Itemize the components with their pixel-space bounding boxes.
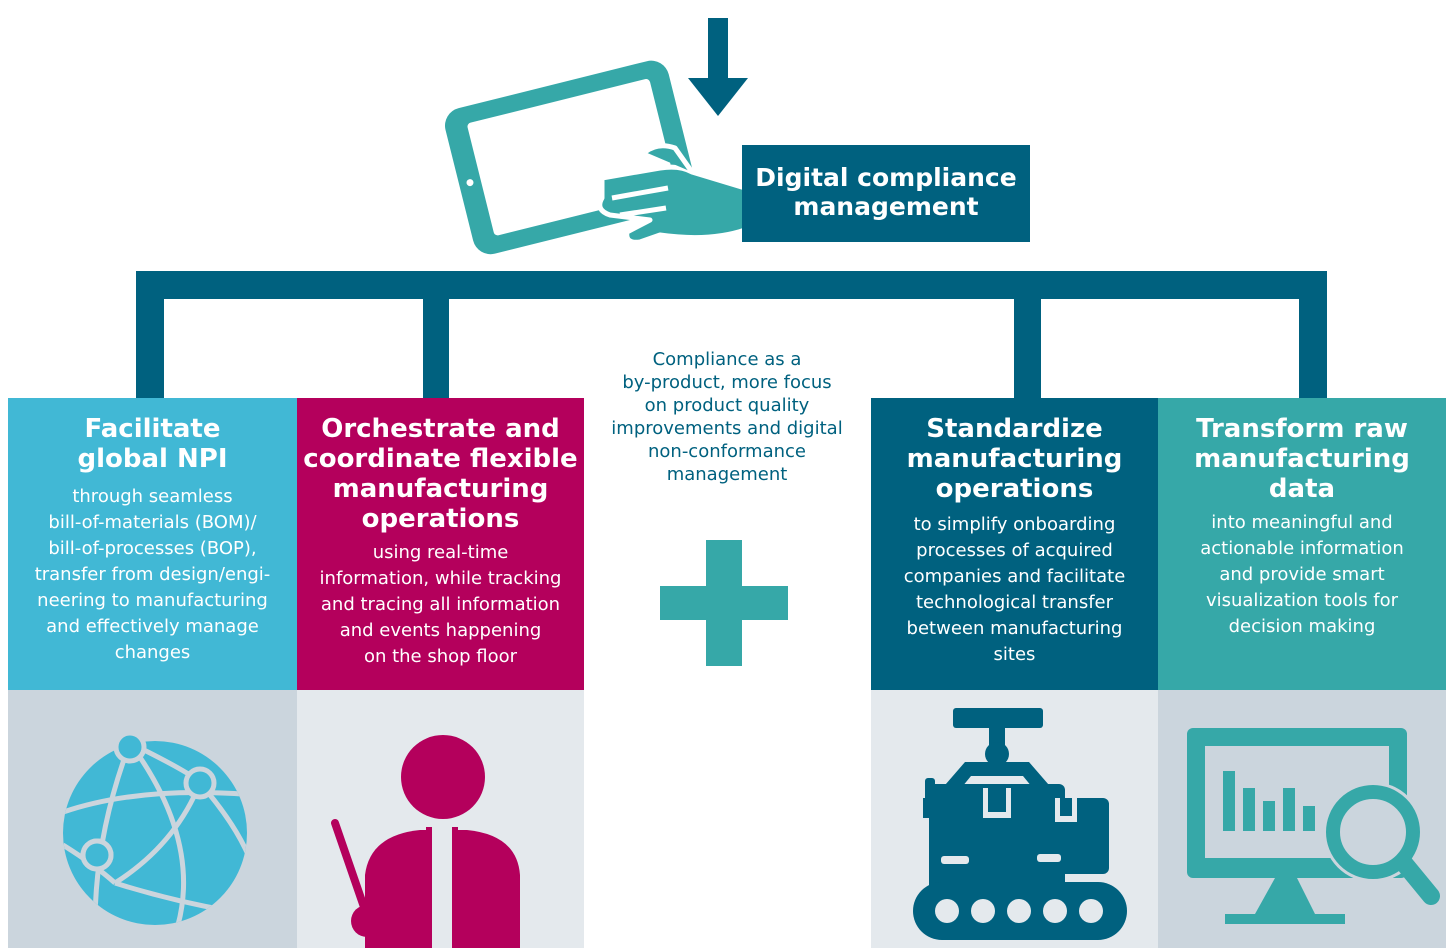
box-title: Standardize manufacturing operations [906,414,1123,504]
connector-drop-3 [1014,271,1041,398]
monitor-analytics-icon [1187,728,1440,924]
box-facilitate-npi: Facilitate global NPI through seamless b… [8,398,297,690]
box-orchestrate-operations: Orchestrate and coordinate flexible manu… [297,398,584,690]
conveyor-robot-arm-icon [913,708,1127,940]
box-title: Transform raw manufacturing data [1194,414,1410,504]
box-body: through seamless bill-of-materials (BOM)… [34,486,271,663]
compliance-byproduct-text: Compliance as a by-product, more focus o… [611,349,843,485]
connector-drop-2 [423,271,449,398]
box-transform-data: Transform raw manufacturing data into me… [1158,398,1446,690]
connector-drop-4 [1299,271,1327,398]
box-body: into meaningful and actionable informati… [1200,512,1404,637]
presenter-person-icon [331,735,520,948]
connector-horizontal [136,271,1327,299]
digital-compliance-header: Digital compliance management [742,145,1030,242]
box-standardize-operations: Standardize manufacturing operations to … [871,398,1158,690]
plus-icon [660,540,788,666]
globe-network-icon [63,730,247,925]
connector-drop-1 [136,271,164,398]
tablet-hand-icon [445,60,748,255]
down-arrow-icon [688,18,748,116]
box-body: using real-time information, while track… [319,542,562,667]
box-body: to simplify onboarding processes of acqu… [903,514,1126,665]
box-title: Orchestrate and coordinate flexible manu… [303,414,578,534]
box-title: Facilitate global NPI [77,414,228,474]
